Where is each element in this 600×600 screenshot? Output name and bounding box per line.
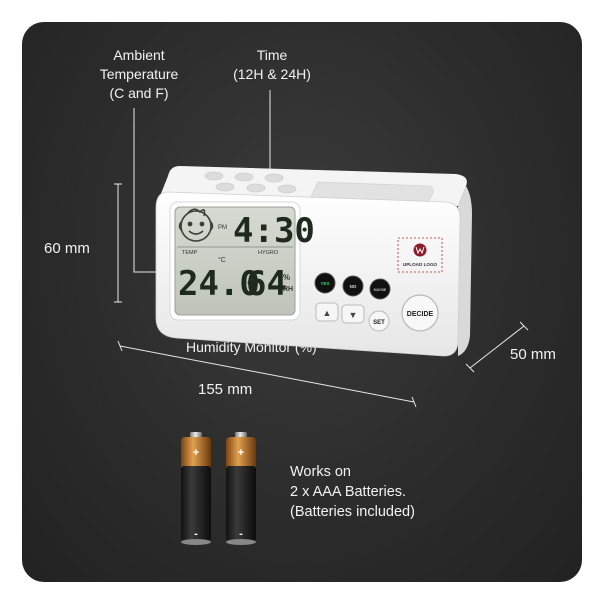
battery-2: + -: [226, 432, 256, 545]
baby-face-icon: [178, 208, 214, 242]
temp-indicator: TEMP: [182, 250, 198, 256]
svg-text:▼: ▼: [349, 310, 358, 320]
temp-unit: °C: [218, 256, 226, 264]
svg-text:MAYBE: MAYBE: [374, 288, 387, 292]
logo-text: UPLOAD LOGO: [403, 262, 438, 267]
hygro-indicator: HYGRO: [258, 250, 279, 256]
svg-text:DECIDE: DECIDE: [407, 311, 434, 318]
svg-text:-: -: [194, 528, 198, 540]
ambient-temperature-label: Ambient Temperature (C and F): [99, 47, 179, 101]
maybe-button[interactable]: MAYBE: [369, 278, 391, 300]
height-dimension-label: 60 mm: [44, 240, 90, 257]
down-button[interactable]: ▼: [341, 304, 365, 324]
humidity-readout: 64: [246, 264, 287, 304]
depth-dimension-label: 50 mm: [510, 346, 556, 363]
svg-text:YES: YES: [320, 281, 329, 286]
width-dimension-label: 155 mm: [198, 381, 253, 398]
svg-text:SET: SET: [373, 320, 385, 326]
yes-button[interactable]: YES: [314, 272, 336, 294]
lcd-display: [174, 206, 296, 316]
battery-1: + -: [181, 432, 211, 545]
svg-text:▲: ▲: [323, 308, 332, 318]
time-readout: 4:30: [233, 211, 315, 251]
svg-text:+: +: [193, 447, 199, 459]
depth-dimension-line: [469, 325, 525, 369]
decide-button[interactable]: DECIDE: [401, 294, 439, 332]
no-button[interactable]: NO: [342, 275, 364, 297]
up-button[interactable]: ▲: [315, 302, 339, 322]
svg-text:-: -: [239, 528, 243, 540]
pm-indicator: PM: [218, 225, 227, 231]
battery-info-label: Works on 2 x AAA Batteries. (Batteries i…: [290, 464, 415, 520]
temperature-readout: 24.0: [178, 264, 260, 304]
set-button[interactable]: SET: [368, 310, 390, 332]
humidity-percent-unit: %: [283, 273, 290, 282]
logo-placeholder: [397, 237, 443, 273]
humidity-rh-unit: RH: [283, 286, 293, 293]
time-label: Time (12H & 24H): [233, 47, 311, 82]
svg-text:NO: NO: [350, 284, 357, 289]
svg-text:+: +: [238, 447, 244, 459]
width-dimension-line: [119, 345, 415, 403]
